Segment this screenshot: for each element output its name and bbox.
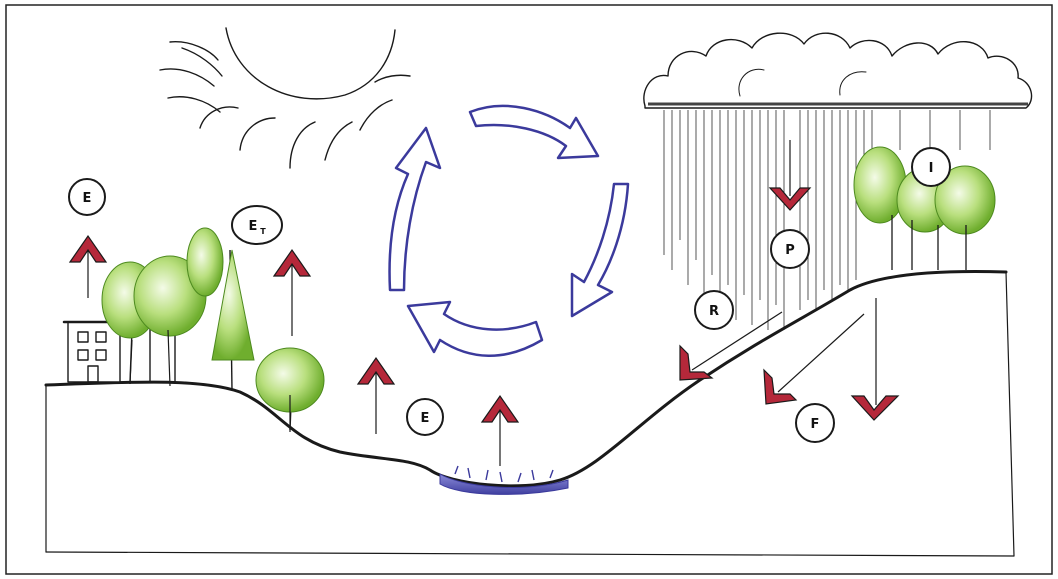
label-evapotranspiration-sub: T — [260, 227, 266, 236]
label-interception: I — [929, 161, 934, 176]
label-evaporation-left: E — [83, 191, 92, 206]
label-evapotranspiration: E — [249, 219, 258, 234]
label-precipitation: P — [785, 243, 795, 258]
label-runoff: R — [709, 304, 719, 319]
label-evaporation-center: E — [421, 411, 430, 426]
label-infiltration: F — [811, 417, 820, 432]
